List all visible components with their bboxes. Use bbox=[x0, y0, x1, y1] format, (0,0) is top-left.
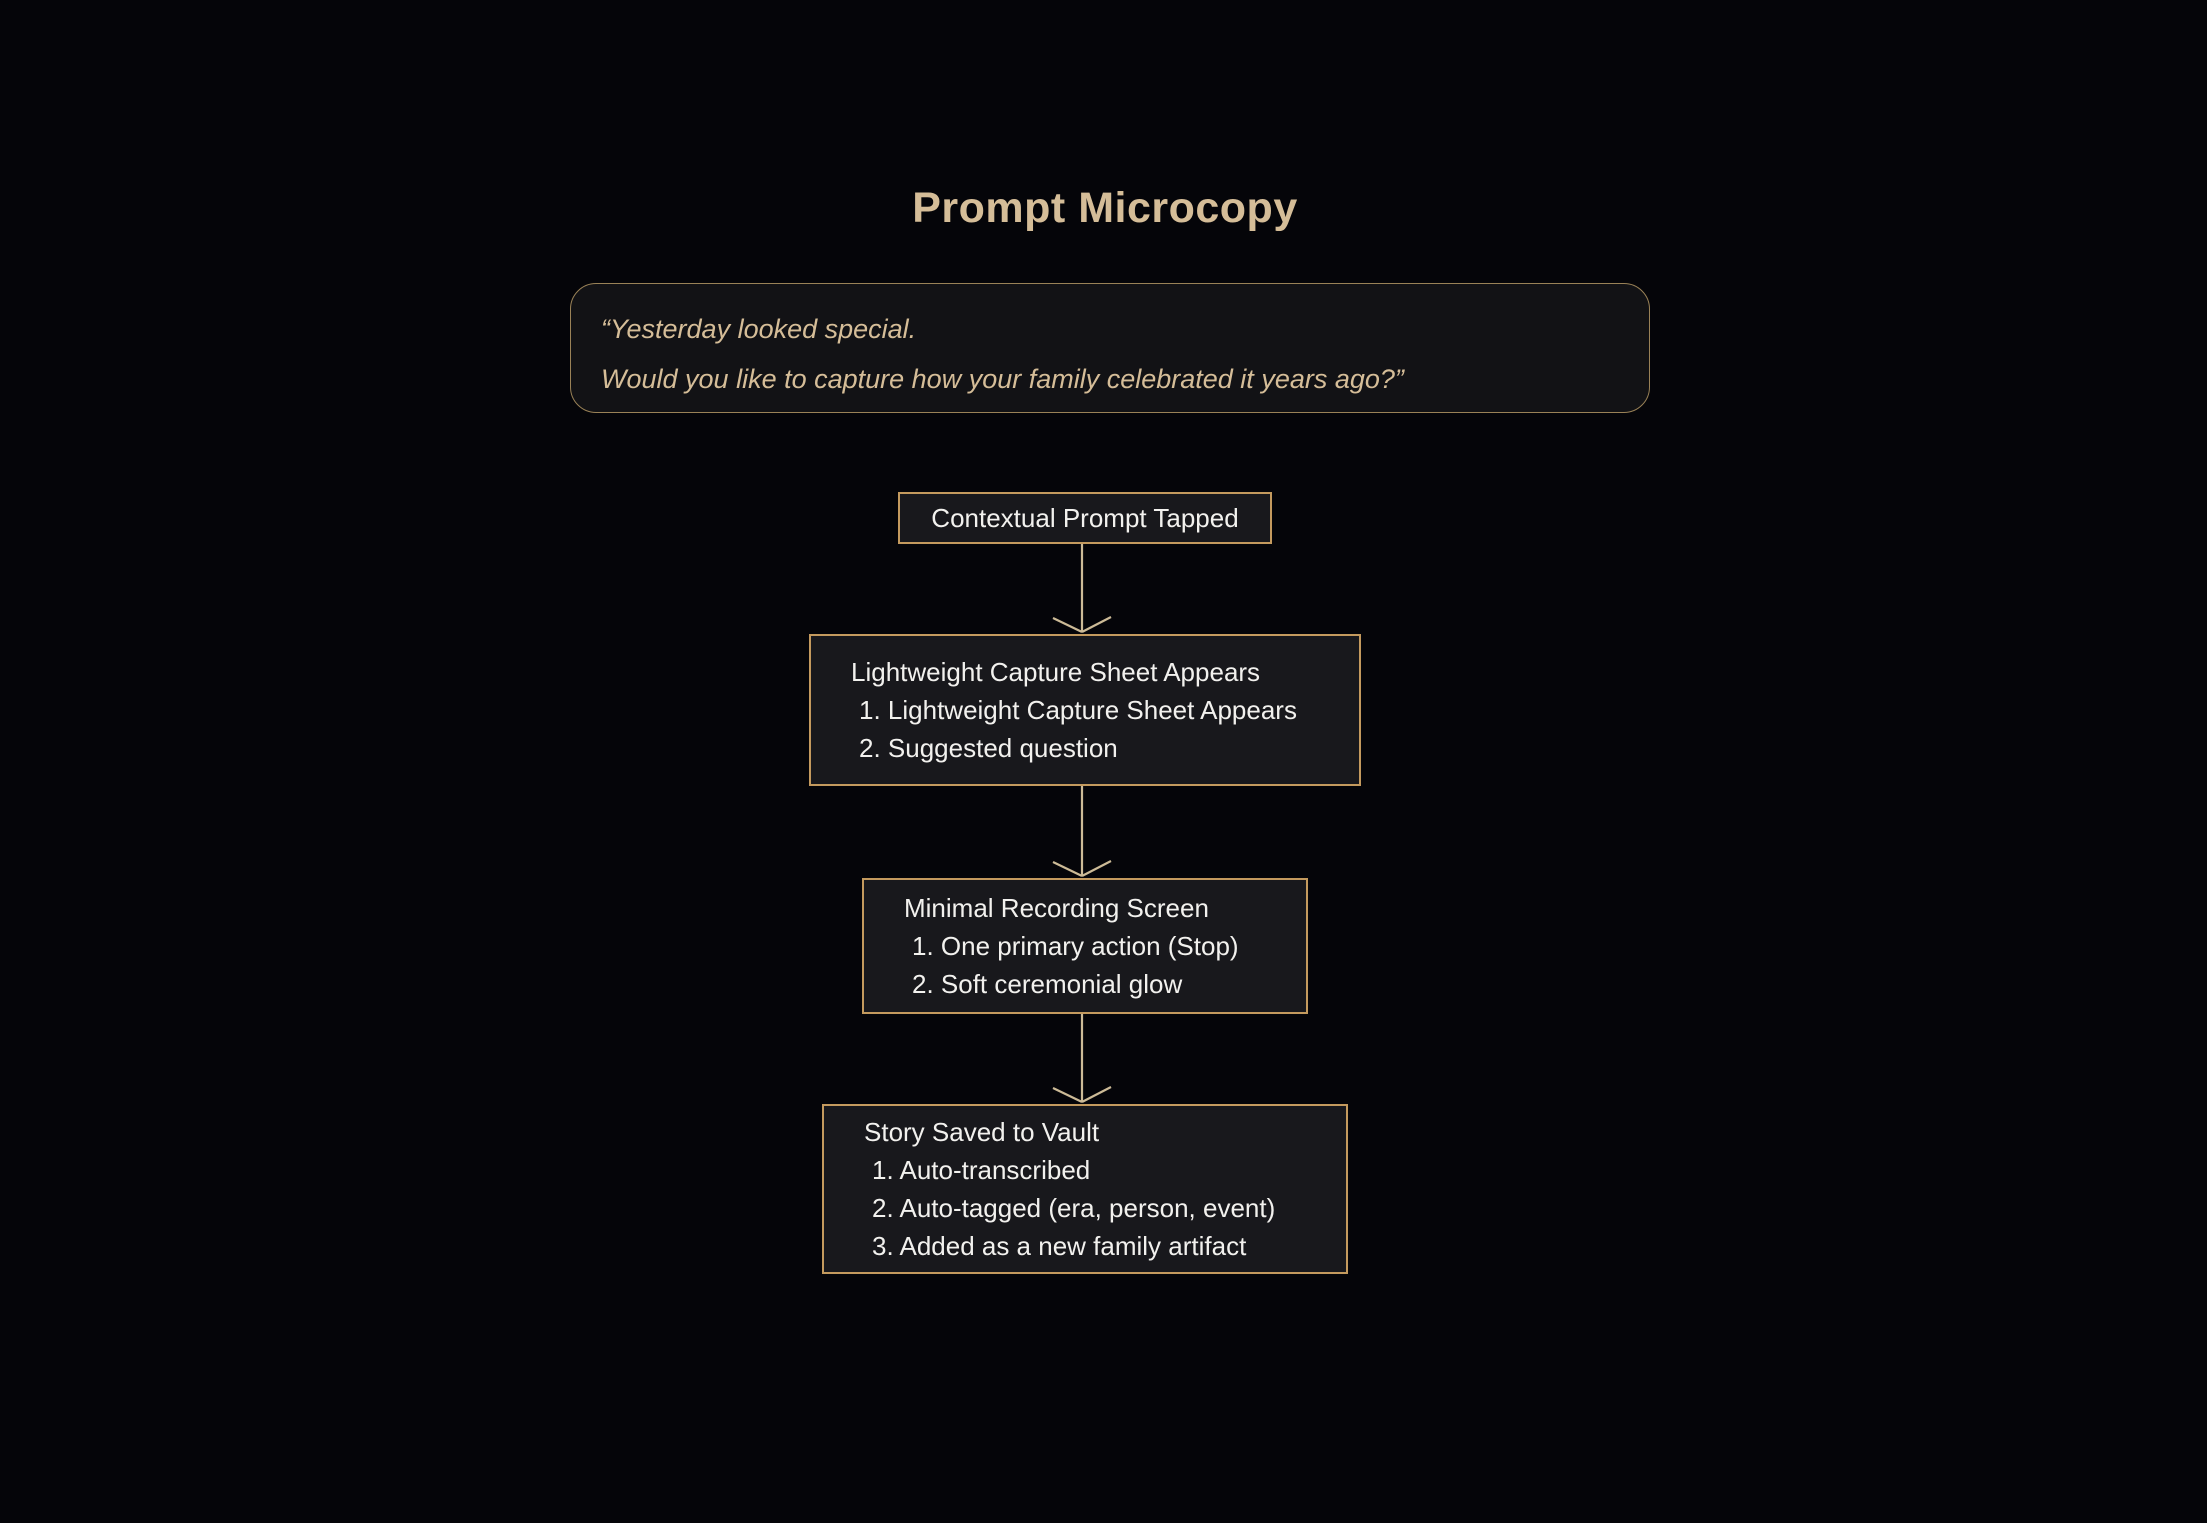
flow-node-contextual-prompt-tapped: Contextual Prompt Tapped bbox=[898, 492, 1272, 544]
node-list-item: 2. Auto-tagged (era, person, event) bbox=[872, 1193, 1276, 1223]
node-list-item: 2. Suggested question bbox=[859, 733, 1118, 763]
arrow-down-icon bbox=[1052, 1014, 1112, 1103]
node-list-item: 1. One primary action (Stop) bbox=[912, 931, 1239, 961]
node-list-item: 1. Lightweight Capture Sheet Appears bbox=[859, 695, 1297, 725]
quote-line-1: “Yesterday looked special. bbox=[601, 314, 917, 344]
page-title: Prompt Microcopy bbox=[912, 184, 1298, 232]
node-title: Lightweight Capture Sheet Appears bbox=[851, 657, 1261, 687]
flow-edge-3 bbox=[1050, 1014, 1114, 1104]
node-title: Contextual Prompt Tapped bbox=[931, 503, 1239, 533]
node-list-item: 2. Soft ceremonial glow bbox=[912, 969, 1183, 999]
arrow-down-icon bbox=[1052, 544, 1112, 633]
quote-card: “Yesterday looked special. Would you lik… bbox=[570, 283, 1650, 413]
node-list-item: 1. Auto-transcribed bbox=[872, 1155, 1091, 1185]
arrow-down-icon bbox=[1052, 786, 1112, 877]
flow-node-capture-sheet-appears: Lightweight Capture Sheet Appears 1. Lig… bbox=[809, 634, 1361, 786]
flow-edge-1 bbox=[1050, 544, 1114, 634]
node-list-item: 3. Added as a new family artifact bbox=[872, 1231, 1247, 1261]
quote-line-2: Would you like to capture how your famil… bbox=[601, 364, 1404, 394]
node-title: Story Saved to Vault bbox=[864, 1117, 1100, 1147]
node-title: Minimal Recording Screen bbox=[904, 893, 1209, 923]
flow-node-minimal-recording-screen: Minimal Recording Screen 1. One primary … bbox=[862, 878, 1308, 1014]
flow-edge-2 bbox=[1050, 786, 1114, 878]
flow-node-story-saved-to-vault: Story Saved to Vault 1. Auto-transcribed… bbox=[822, 1104, 1348, 1274]
